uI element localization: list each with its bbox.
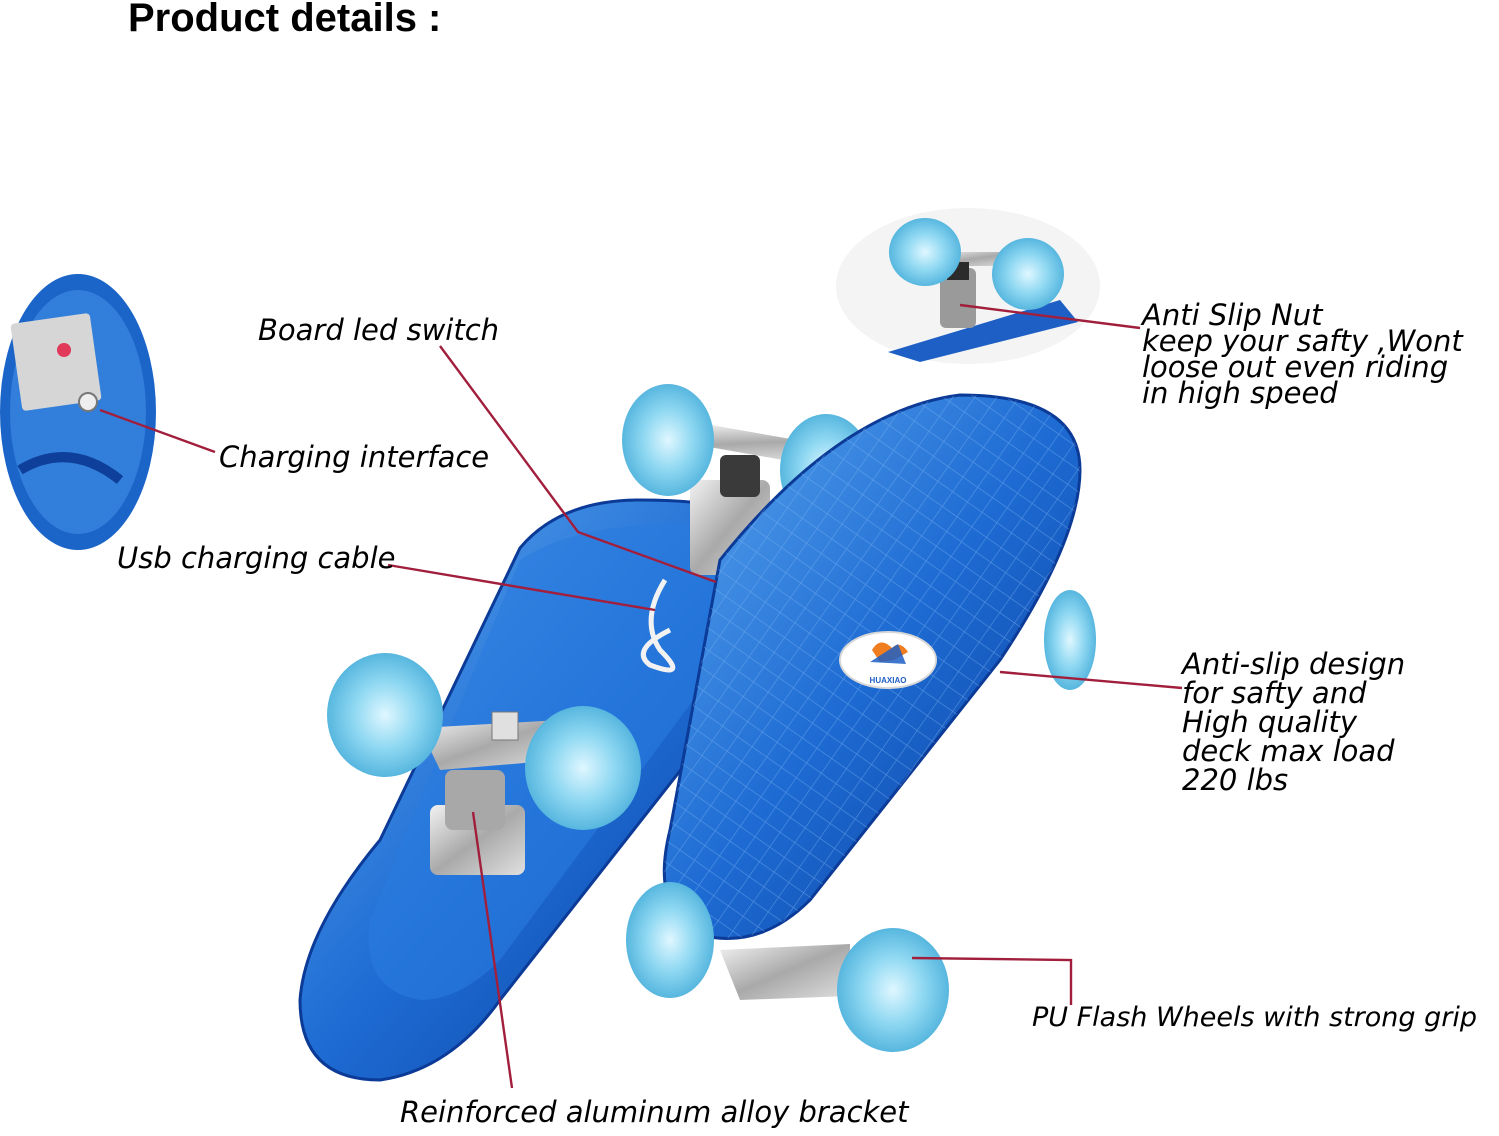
label-anti-slip-design: Anti-slip design for safty and High qual… [1182,650,1405,795]
label-aluminum-bracket: Reinforced aluminum alloy bracket [400,1095,909,1129]
pointer-anti-slip-nut [959,303,1141,330]
label-pu-flash-wheels: PU Flash Wheels with strong grip [1032,1002,1477,1033]
pointer-usb-cable [387,563,656,612]
label-anti-slip-nut: Anti Slip Nut keep your safty ,Wont loos… [1142,298,1463,410]
brand-logo-text: HUAXIAO [870,676,907,685]
pointer-pu-wheels [911,956,1073,1005]
pointer-charging-interface [99,408,216,454]
skateboard-right-top-view: HUAXIAO [662,393,1096,1000]
anti-slip-nut-line-2: keep your safty ,Wont [1142,324,1463,358]
anti-slip-nut-line-3: loose out even riding [1142,350,1449,384]
label-board-led-switch: Board led switch [258,313,500,347]
anti-slip-nut-inset [836,208,1100,364]
anti-slip-nut-line-4: in high speed [1142,376,1338,410]
anti-slip-design-line-3: High quality [1182,705,1358,739]
anti-slip-design-line-5: 220 lbs [1182,763,1289,797]
pointer-lines [99,303,1183,1089]
anti-slip-design-line-4: deck max load [1182,734,1395,768]
page-title: Product details : [128,0,442,40]
charging-interface-inset [0,274,156,550]
anti-slip-design-line-1: Anti-slip design [1182,647,1406,681]
pointer-anti-slip-design [999,670,1183,690]
pointer-bracket [471,811,514,1089]
pointer-board-led-switch [439,345,717,584]
label-usb-charging-cable: Usb charging cable [117,541,396,575]
label-charging-interface: Charging interface [219,440,490,474]
anti-slip-design-line-2: for safty and [1182,676,1367,710]
anti-slip-nut-line-1: Anti Slip Nut [1142,298,1323,332]
